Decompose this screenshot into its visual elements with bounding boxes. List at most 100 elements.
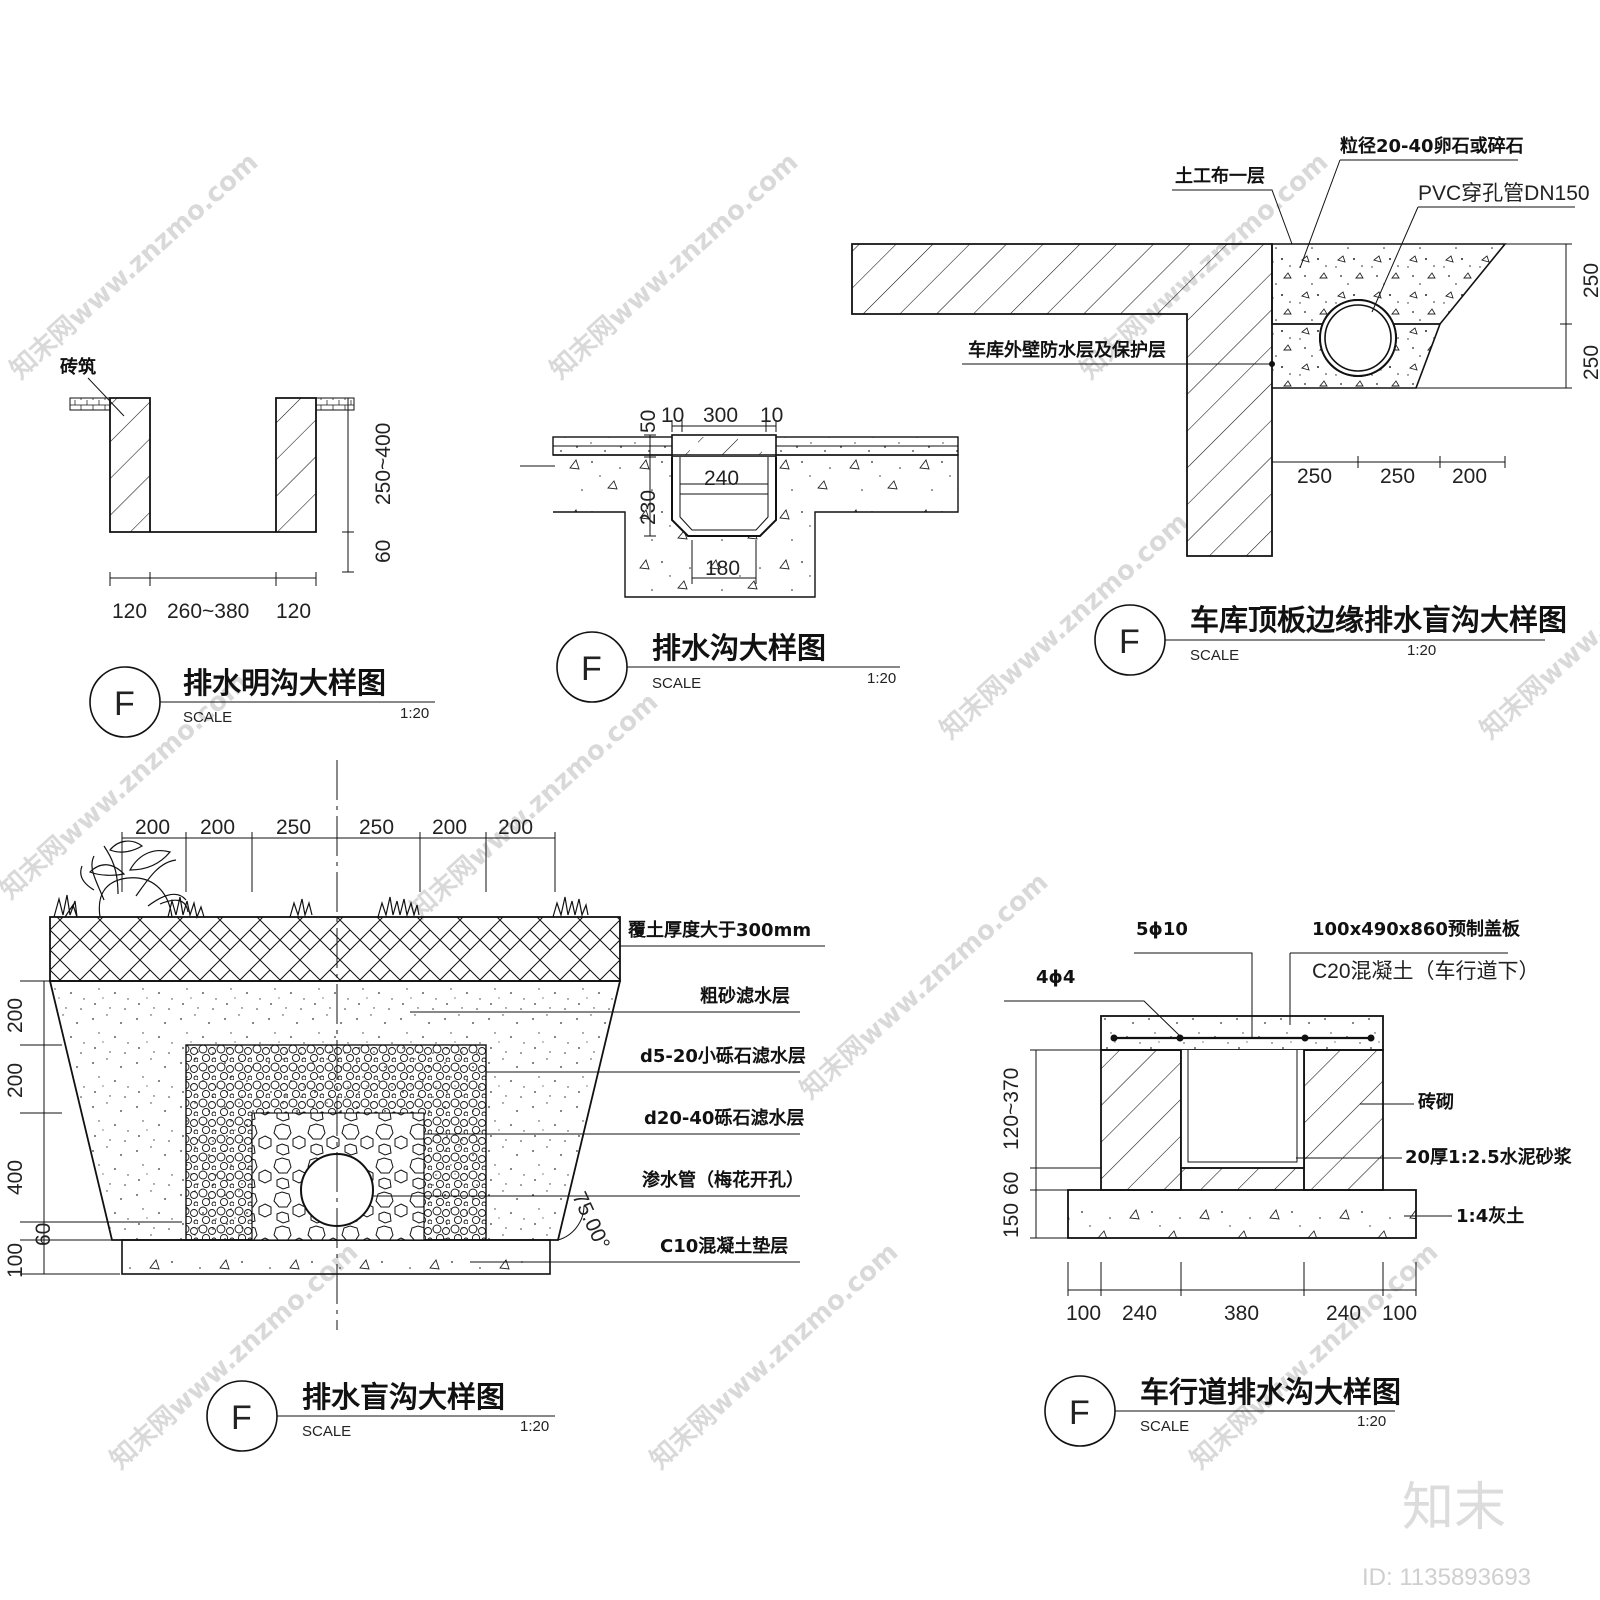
detail-title: 车行道排水沟大样图 xyxy=(1140,1375,1401,1409)
dim-bottom: 240 xyxy=(1122,1302,1157,1325)
dim-height-2: 60 xyxy=(372,540,395,563)
dim-bottom: 380 xyxy=(1224,1302,1259,1325)
scale-label: SCALE xyxy=(1190,647,1239,664)
watermark-text: 知末网www.znzmo.com xyxy=(405,687,665,925)
dim-left: 100 xyxy=(4,1243,27,1278)
label-rebar-2: 4ϕ4 xyxy=(1036,967,1075,988)
detail-drain: 10 300 10 50 230 240 180 F 排水沟大样图 SCALE … xyxy=(520,404,959,703)
drain-channel xyxy=(671,457,777,537)
label-cover: 100x490x860预制盖板 xyxy=(1312,918,1521,940)
detail-blind-ditch: 200 200 250 250 200 200 200 200 400 60 1… xyxy=(4,760,825,1452)
scale-value: 1:20 xyxy=(867,670,896,687)
image-id: ID: 1135893693 xyxy=(1362,1564,1531,1591)
dim-width-1: 120 xyxy=(112,600,147,623)
scale-label: SCALE xyxy=(183,709,232,726)
dim-top-3: 10 xyxy=(760,404,783,427)
label-layer: 粗砂滤水层 xyxy=(700,985,790,1007)
dim-bottom: 100 xyxy=(1382,1302,1417,1325)
dim-width-2: 260~380 xyxy=(167,600,249,623)
dim-top: 200 xyxy=(432,816,467,839)
watermark-text: 知末网www.znzmo.com xyxy=(545,147,805,385)
label-lime: 1:4灰土 xyxy=(1456,1205,1524,1227)
dim-bottom: 180 xyxy=(705,557,740,580)
dim-left: 200 xyxy=(4,998,27,1033)
angle-label: 75.00° xyxy=(567,1188,614,1253)
scale-label: SCALE xyxy=(1140,1418,1189,1435)
detail-mark: F xyxy=(1069,1394,1090,1432)
label-concrete: C20混凝土（车行道下） xyxy=(1312,960,1540,983)
dim-bottom-3: 200 xyxy=(1452,465,1487,488)
brand-logo-text: 知末 xyxy=(1402,1478,1506,1538)
label-gravel: 粒径20-40卵石或碎石 xyxy=(1340,135,1524,157)
detail-garage-edge: 土工布一层 粒径20-40卵石或碎石 PVC穿孔管DN150 车库外壁防水层及保… xyxy=(851,135,1600,676)
label-layer: d5-20小砾石滤水层 xyxy=(640,1045,806,1067)
watermark-text: 知末网www.znzmo.com xyxy=(645,1237,905,1475)
dim-top: 200 xyxy=(200,816,235,839)
detail-title: 排水盲沟大样图 xyxy=(302,1380,505,1414)
scale-value: 1:20 xyxy=(520,1418,549,1435)
dim-height-1: 250~400 xyxy=(372,423,395,505)
dim-top-1: 10 xyxy=(661,404,684,427)
label-layer: C10混凝土垫层 xyxy=(660,1235,788,1257)
label-waterproof: 车库外壁防水层及保护层 xyxy=(968,339,1166,361)
watermark-text: 知末网www.znzmo.com xyxy=(935,507,1195,745)
brick-wall-right xyxy=(1303,1049,1384,1191)
detail-road-drain: 5ϕ10 100x490x860预制盖板 C20混凝土（车行道下） 4ϕ4 砖砌… xyxy=(1000,918,1573,1447)
dim-left: 120~370 xyxy=(1000,1068,1023,1150)
detail-open-ditch: 砖筑 250~400 60 120 260~380 120 F 排水明沟大样图 … xyxy=(60,356,435,738)
brick-wall-left xyxy=(1100,1049,1182,1191)
dim-bottom: 100 xyxy=(1066,1302,1101,1325)
dim-bottom: 240 xyxy=(1326,1302,1361,1325)
ditch-wall-section xyxy=(109,397,317,533)
dim-left: 60 xyxy=(1000,1172,1023,1195)
dim-width-3: 120 xyxy=(276,600,311,623)
dim-left: 200 xyxy=(4,1063,27,1098)
scale-label: SCALE xyxy=(652,675,701,692)
detail-title: 排水明沟大样图 xyxy=(183,666,386,700)
scale-label: SCALE xyxy=(302,1423,351,1440)
dim-inner: 240 xyxy=(704,467,739,490)
label-brick: 砖筑 xyxy=(60,356,96,378)
detail-mark: F xyxy=(1119,623,1140,661)
lime-soil-base xyxy=(1067,1189,1417,1239)
dim-bottom-1: 250 xyxy=(1297,465,1332,488)
dim-left-2: 230 xyxy=(637,490,660,525)
scale-value: 1:20 xyxy=(1407,642,1436,659)
label-mortar: 20厚1:2.5水泥砂浆 xyxy=(1405,1146,1573,1168)
dim-left: 150 xyxy=(1000,1203,1023,1238)
label-layer: 渗水管（梅花开孔） xyxy=(642,1169,804,1191)
detail-mark: F xyxy=(581,650,602,688)
scale-value: 1:20 xyxy=(1357,1413,1386,1430)
dim-right-1: 250 xyxy=(1580,263,1600,298)
label-layer: 覆土厚度大于300mm xyxy=(628,919,811,941)
dim-left: 60 xyxy=(32,1223,55,1246)
label-geotextile: 土工布一层 xyxy=(1175,165,1265,187)
precast-cover-slab xyxy=(1100,1015,1384,1051)
dim-top-2: 300 xyxy=(703,404,738,427)
road-drain-channel xyxy=(1180,1050,1305,1169)
detail-title: 排水沟大样图 xyxy=(652,631,826,665)
dim-top: 250 xyxy=(359,816,394,839)
dim-top: 200 xyxy=(498,816,533,839)
dim-left: 400 xyxy=(4,1160,27,1195)
detail-title: 车库顶板边缘排水盲沟大样图 xyxy=(1190,603,1567,637)
topsoil-layer xyxy=(49,916,621,982)
detail-mark: F xyxy=(231,1399,252,1437)
dim-top: 200 xyxy=(135,816,170,839)
dim-top: 250 xyxy=(276,816,311,839)
gravel-fill xyxy=(1271,243,1507,325)
grass-plants xyxy=(53,840,589,920)
label-pvc-pipe: PVC穿孔管DN150 xyxy=(1418,182,1590,205)
label-layer: d20-40砾石滤水层 xyxy=(644,1107,804,1129)
label-brick: 砖砌 xyxy=(1418,1091,1454,1113)
scale-value: 1:20 xyxy=(400,705,429,722)
dim-bottom-2: 250 xyxy=(1380,465,1415,488)
watermark-text: 知末网www.znzmo.com xyxy=(1185,1237,1445,1475)
detail-mark: F xyxy=(114,685,135,723)
dim-right-2: 250 xyxy=(1580,345,1600,380)
label-rebar-1: 5ϕ10 xyxy=(1136,919,1188,940)
watermark-text: 知末网www.znzmo.com xyxy=(5,147,265,385)
concrete-cushion xyxy=(121,1239,551,1275)
dim-left-1: 50 xyxy=(637,410,660,433)
